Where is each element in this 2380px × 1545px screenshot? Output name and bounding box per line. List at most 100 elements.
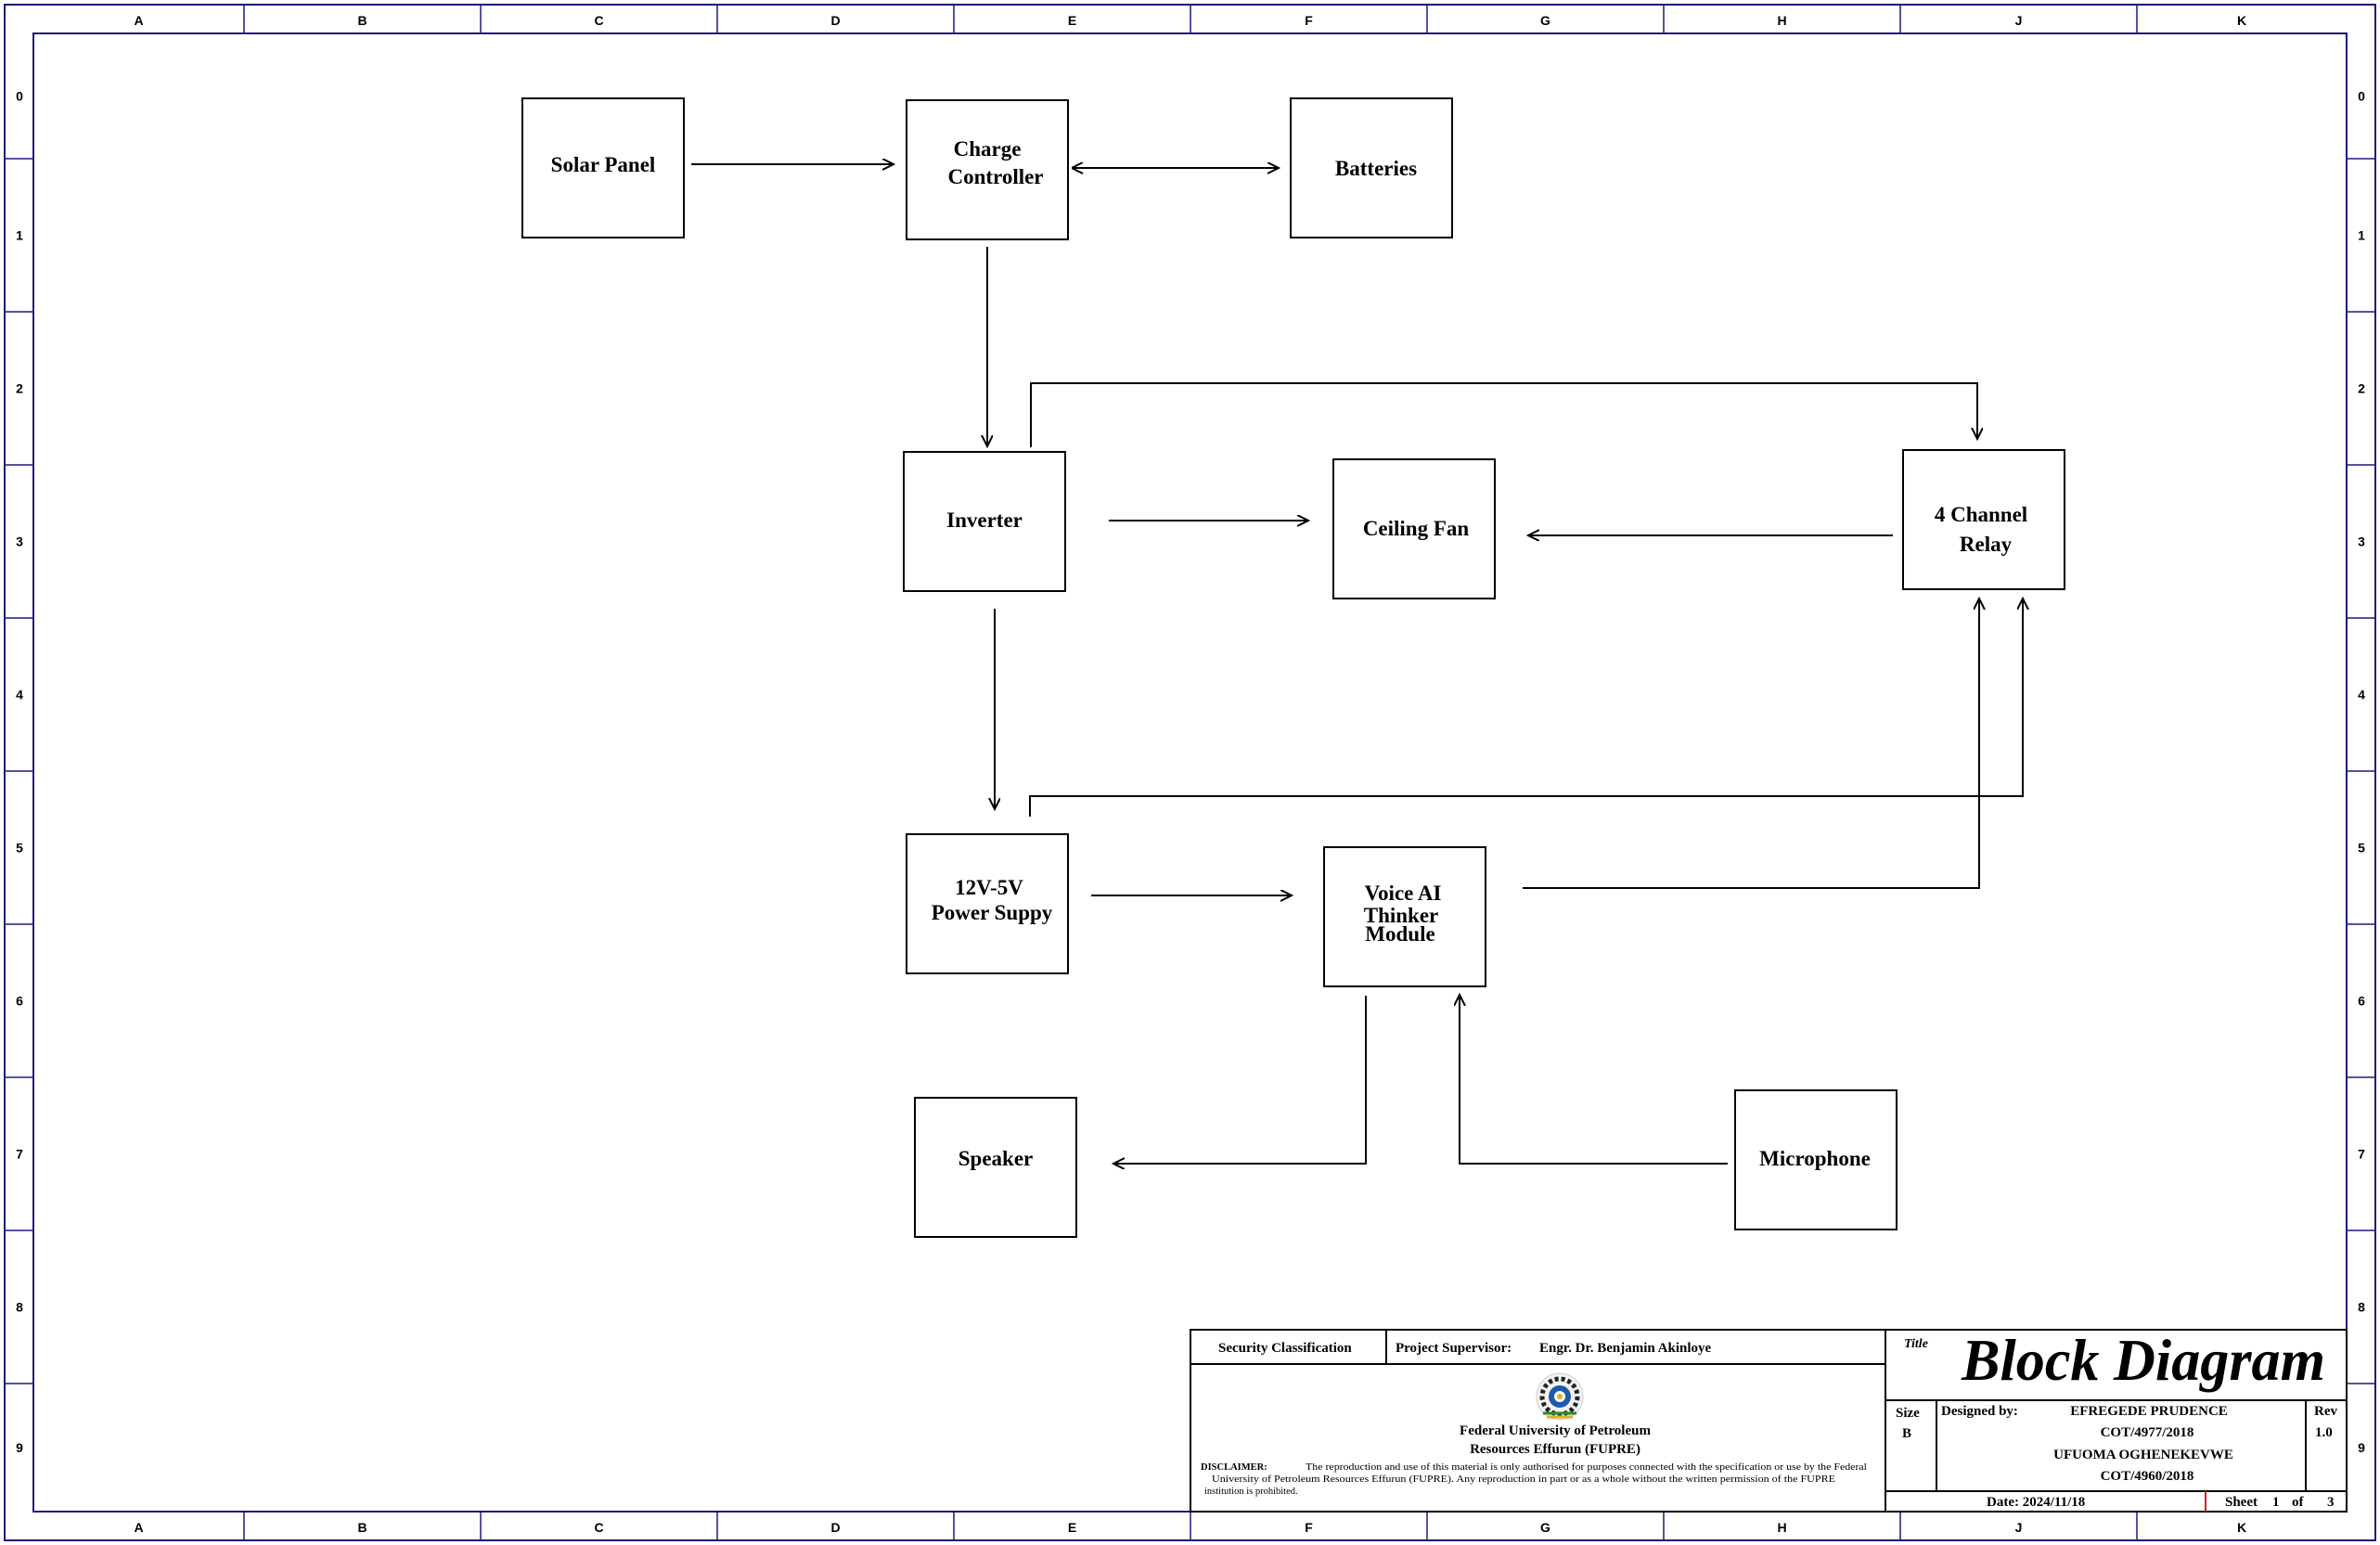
rev-label: Rev xyxy=(2314,1404,2337,1419)
zone-row-label-left: 8 xyxy=(16,1300,23,1315)
zone-column-label-top: B xyxy=(357,13,367,28)
relay-label-1: 4 Channel xyxy=(1935,503,2027,526)
power-supply-to-relay-arrow xyxy=(1029,599,2023,817)
ceiling-fan-label: Ceiling Fan xyxy=(1363,517,1470,540)
date-field: Date: 2024/11/18 xyxy=(1987,1495,2085,1510)
rev-value: 1.0 xyxy=(2315,1425,2333,1440)
charge-controller-block xyxy=(906,99,1069,240)
voice-module-label-3: Module xyxy=(1365,922,1434,946)
zone-column-label-top: J xyxy=(2015,13,2023,28)
zone-column-label-bottom: B xyxy=(357,1520,367,1535)
zone-row-label-right: 5 xyxy=(2358,841,2365,856)
zone-column-label-bottom: D xyxy=(830,1520,840,1535)
zone-column-label-top: E xyxy=(1068,13,1076,28)
zone-column-label-top: A xyxy=(134,13,143,28)
voice-module-label-1: Voice AI xyxy=(1365,882,1442,905)
sheet-total: 3 xyxy=(2327,1495,2335,1510)
inverter-label: Inverter xyxy=(946,509,1023,532)
zone-row-label-left: 3 xyxy=(16,534,23,549)
size-label: Size xyxy=(1896,1406,1920,1421)
charge-controller-label-2: Controller xyxy=(947,165,1043,188)
voice-to-speaker-arrow xyxy=(1113,996,1367,1164)
zone-column-label-top: D xyxy=(830,13,840,28)
voice-to-relay-arrow xyxy=(1523,599,1979,889)
zone-row-label-right: 7 xyxy=(2358,1147,2365,1162)
title-caption: Title xyxy=(1904,1337,1928,1351)
designer-1-name: EFREGEDE PRUDENCE xyxy=(2070,1404,2228,1419)
drawing-frame xyxy=(4,4,2376,1541)
zone-row-label-right: 1 xyxy=(2358,228,2365,243)
voice-module-label-2: Thinker xyxy=(1364,904,1439,927)
supervisor-name: Engr. Dr. Benjamin Akinloye xyxy=(1539,1341,1712,1356)
inner-border xyxy=(32,32,2348,1513)
ceiling-fan-block xyxy=(1332,458,1496,599)
solar-panel-block xyxy=(521,97,685,238)
power-supply-label-2: Power Suppy xyxy=(932,901,1053,924)
zone-column-label-bottom: J xyxy=(2015,1520,2023,1535)
university-logo xyxy=(1536,1372,1584,1421)
zone-row-label-left: 7 xyxy=(16,1147,23,1162)
sheet-label: Sheet xyxy=(2225,1495,2258,1510)
speaker-label: Speaker xyxy=(958,1147,1034,1170)
outer-border xyxy=(4,4,2376,1541)
zone-row-label-left: 5 xyxy=(16,841,23,856)
zone-column-label-bottom: E xyxy=(1068,1520,1076,1535)
zone-column-label-bottom: F xyxy=(1305,1520,1313,1535)
title-block-frame xyxy=(1190,1329,2348,1513)
zone-column-label-bottom: C xyxy=(594,1520,603,1535)
zone-row-label-left: 9 xyxy=(16,1440,23,1455)
zone-row-label-right: 3 xyxy=(2358,534,2365,549)
microphone-label: Microphone xyxy=(1759,1147,1871,1170)
zone-column-label-top: H xyxy=(1777,13,1786,28)
zone-column-label-top: F xyxy=(1305,13,1313,28)
sheet-number: 1 xyxy=(2272,1495,2280,1510)
zone-row-label-left: 0 xyxy=(16,89,23,104)
power-supply-label-1: 12V-5V xyxy=(955,876,1023,899)
zone-column-label-top: K xyxy=(2237,13,2246,28)
disclaimer-line-3: institution is prohibited. xyxy=(1204,1487,1298,1497)
zone-column-label-bottom: K xyxy=(2237,1520,2246,1535)
disclaimer-line-1: The reproduction and use of this materia… xyxy=(1306,1462,1867,1473)
zone-row-label-left: 1 xyxy=(16,228,23,243)
zone-row-label-right: 9 xyxy=(2358,1440,2365,1455)
charge-controller-label-1: Charge xyxy=(954,137,1022,161)
speaker-block xyxy=(914,1097,1077,1238)
batteries-block xyxy=(1290,97,1453,238)
zone-column-label-bottom: G xyxy=(1540,1520,1550,1535)
institution-line-2: Resources Effurun (FUPRE) xyxy=(1470,1442,1640,1457)
zone-column-label-top: G xyxy=(1540,13,1550,28)
zone-row-label-left: 6 xyxy=(16,994,23,1009)
designer-2-id: COT/4960/2018 xyxy=(2101,1469,2194,1484)
connectors xyxy=(691,164,2023,1164)
disclaimer-label: DISCLAIMER: xyxy=(1201,1462,1267,1473)
inverter-block xyxy=(903,451,1066,592)
batteries-label: Batteries xyxy=(1335,157,1417,180)
designer-1-id: COT/4977/2018 xyxy=(2101,1425,2194,1440)
relay-block xyxy=(1902,449,2065,590)
power-supply-block xyxy=(906,833,1069,974)
zone-row-label-right: 4 xyxy=(2358,688,2365,702)
zone-row-label-right: 2 xyxy=(2358,381,2365,396)
zone-row-label-left: 4 xyxy=(16,688,23,702)
zone-row-label-right: 6 xyxy=(2358,994,2365,1009)
zone-column-label-bottom: A xyxy=(134,1520,143,1535)
disclaimer-line-2: University of Petroleum Resources Effuru… xyxy=(1212,1474,1835,1485)
designed-by-label: Designed by: xyxy=(1941,1404,2018,1419)
drawing-title: Block Diagram xyxy=(1961,1327,2325,1393)
sheet-of: of xyxy=(2292,1495,2305,1510)
supervisor-label: Project Supervisor: xyxy=(1396,1341,1512,1356)
title-block: Security Classification Project Supervis… xyxy=(1190,1327,2348,1513)
zone-row-label-right: 8 xyxy=(2358,1300,2365,1315)
zone-column-label-top: C xyxy=(594,13,603,28)
zone-ticks xyxy=(5,5,2375,1540)
designer-2-name: UFUOMA OGHENEKEVWE xyxy=(2053,1448,2233,1462)
relay-label-2: Relay xyxy=(1960,533,2013,556)
zone-column-label-bottom: H xyxy=(1777,1520,1786,1535)
microphone-to-voice-arrow xyxy=(1460,995,1728,1165)
institution-line-1: Federal University of Petroleum xyxy=(1460,1423,1651,1438)
zone-row-label-right: 0 xyxy=(2358,89,2365,104)
size-value: B xyxy=(1902,1426,1911,1441)
voice-module-block xyxy=(1323,846,1486,987)
